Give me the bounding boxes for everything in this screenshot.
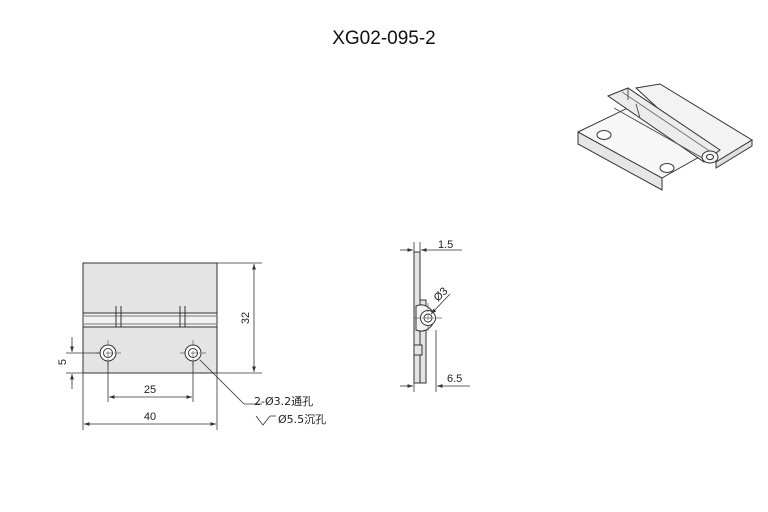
iso-hole-1: [596, 130, 612, 140]
note-through-hole: 2-Ø3.2通孔: [254, 395, 313, 408]
note-countersink: Ø5.5沉孔: [278, 413, 326, 426]
drawing-title: XG02-095-2: [332, 28, 436, 49]
side-dimensions: [400, 242, 470, 392]
hinge-upper-leaf: [82, 262, 218, 314]
hinge-knuckle: [82, 312, 218, 328]
dim-pin-diameter-label: Ø3: [432, 285, 451, 304]
pin-leader-line: [430, 293, 451, 315]
dim-width-label: 40: [144, 411, 156, 423]
iso-knuckle: [606, 87, 721, 163]
dim-open-width-label: 6.5: [447, 373, 462, 385]
countersink-symbol: [255, 415, 271, 426]
side-view: [413, 251, 444, 384]
iso-right-leaf-edge: [715, 139, 753, 169]
hole-leader-line: [199, 359, 262, 405]
iso-hole-2: [659, 163, 675, 173]
dim-hole-spacing-label: 25: [144, 384, 156, 396]
front-dimensions: [66, 262, 276, 430]
dim-height-label: 32: [240, 312, 252, 324]
side-leaf-right: [419, 299, 427, 384]
iso-left-leaf-edge: [577, 131, 663, 191]
isometric-view: [577, 83, 753, 191]
front-view: [82, 262, 218, 374]
dim-thickness-label: 1.5: [438, 239, 453, 251]
dim-hole-offset-label: 5: [57, 359, 69, 365]
